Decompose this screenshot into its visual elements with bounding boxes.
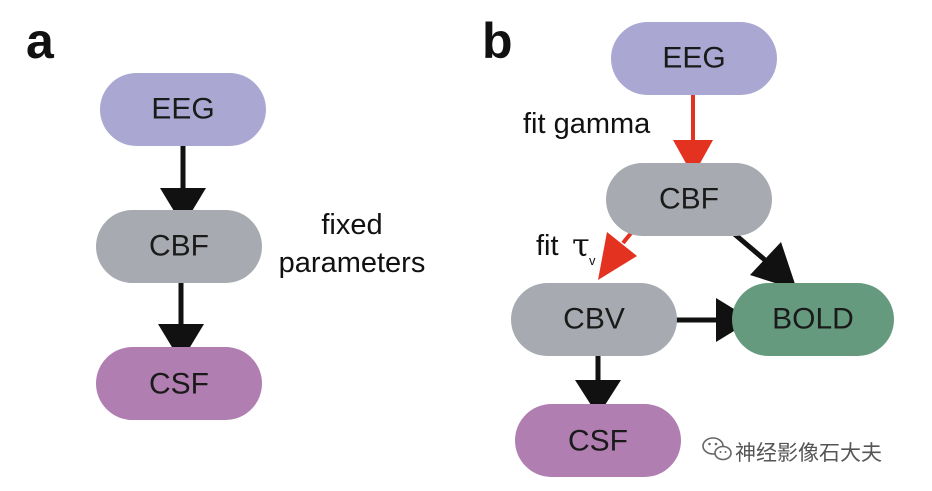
panel-b-label: b xyxy=(482,13,513,69)
watermark-text: 神经影像石大夫 xyxy=(735,441,882,465)
panel-b-annotation-tau-symbol: τ xyxy=(572,226,590,264)
panel-b-annotation-fit-tau: fit xyxy=(536,230,559,262)
panel-a-edge-cbf-csf xyxy=(158,283,204,362)
panel-a-node-csf-label: CSF xyxy=(149,368,209,401)
panel-b-node-csf: CSF xyxy=(515,404,681,477)
panel-a-node-eeg: EEG xyxy=(100,73,266,146)
panel-a-node-cbf: CBF xyxy=(96,210,262,283)
panel-b-node-eeg-label: EEG xyxy=(662,42,725,75)
panel-b-node-eeg: EEG xyxy=(611,22,777,95)
panel-b-node-cbv-label: CBV xyxy=(563,303,625,336)
panel-b-edge-cbv-csf xyxy=(575,354,621,416)
panel-a-edge-eeg-cbf xyxy=(160,143,206,226)
panel-b-node-cbf: CBF xyxy=(606,163,772,236)
panel-b-annotation-fit-gamma: fit gamma xyxy=(523,108,651,140)
panel-b-node-bold-label: BOLD xyxy=(772,303,854,336)
panel-a-annotation-line1: fixed xyxy=(321,209,382,241)
panel-b-annotation-tau-subscript: v xyxy=(589,253,596,268)
panel-a-node-eeg-label: EEG xyxy=(151,93,214,126)
panel-a-node-cbf-label: CBF xyxy=(149,230,209,263)
panel-b-node-cbf-label: CBF xyxy=(659,183,719,216)
panel-a-label: a xyxy=(26,13,55,69)
panel-a-annotation-line2: parameters xyxy=(279,247,426,279)
panel-b-node-csf-label: CSF xyxy=(568,425,628,458)
watermark: 神经影像石大夫 xyxy=(702,437,882,465)
panel-b-edge-eeg-cbf xyxy=(673,95,713,176)
panel-b-node-cbv: CBV xyxy=(511,283,677,356)
panel-a-node-csf: CSF xyxy=(96,347,262,420)
wechat-icon xyxy=(702,437,732,461)
panel-b-node-bold: BOLD xyxy=(732,283,894,356)
